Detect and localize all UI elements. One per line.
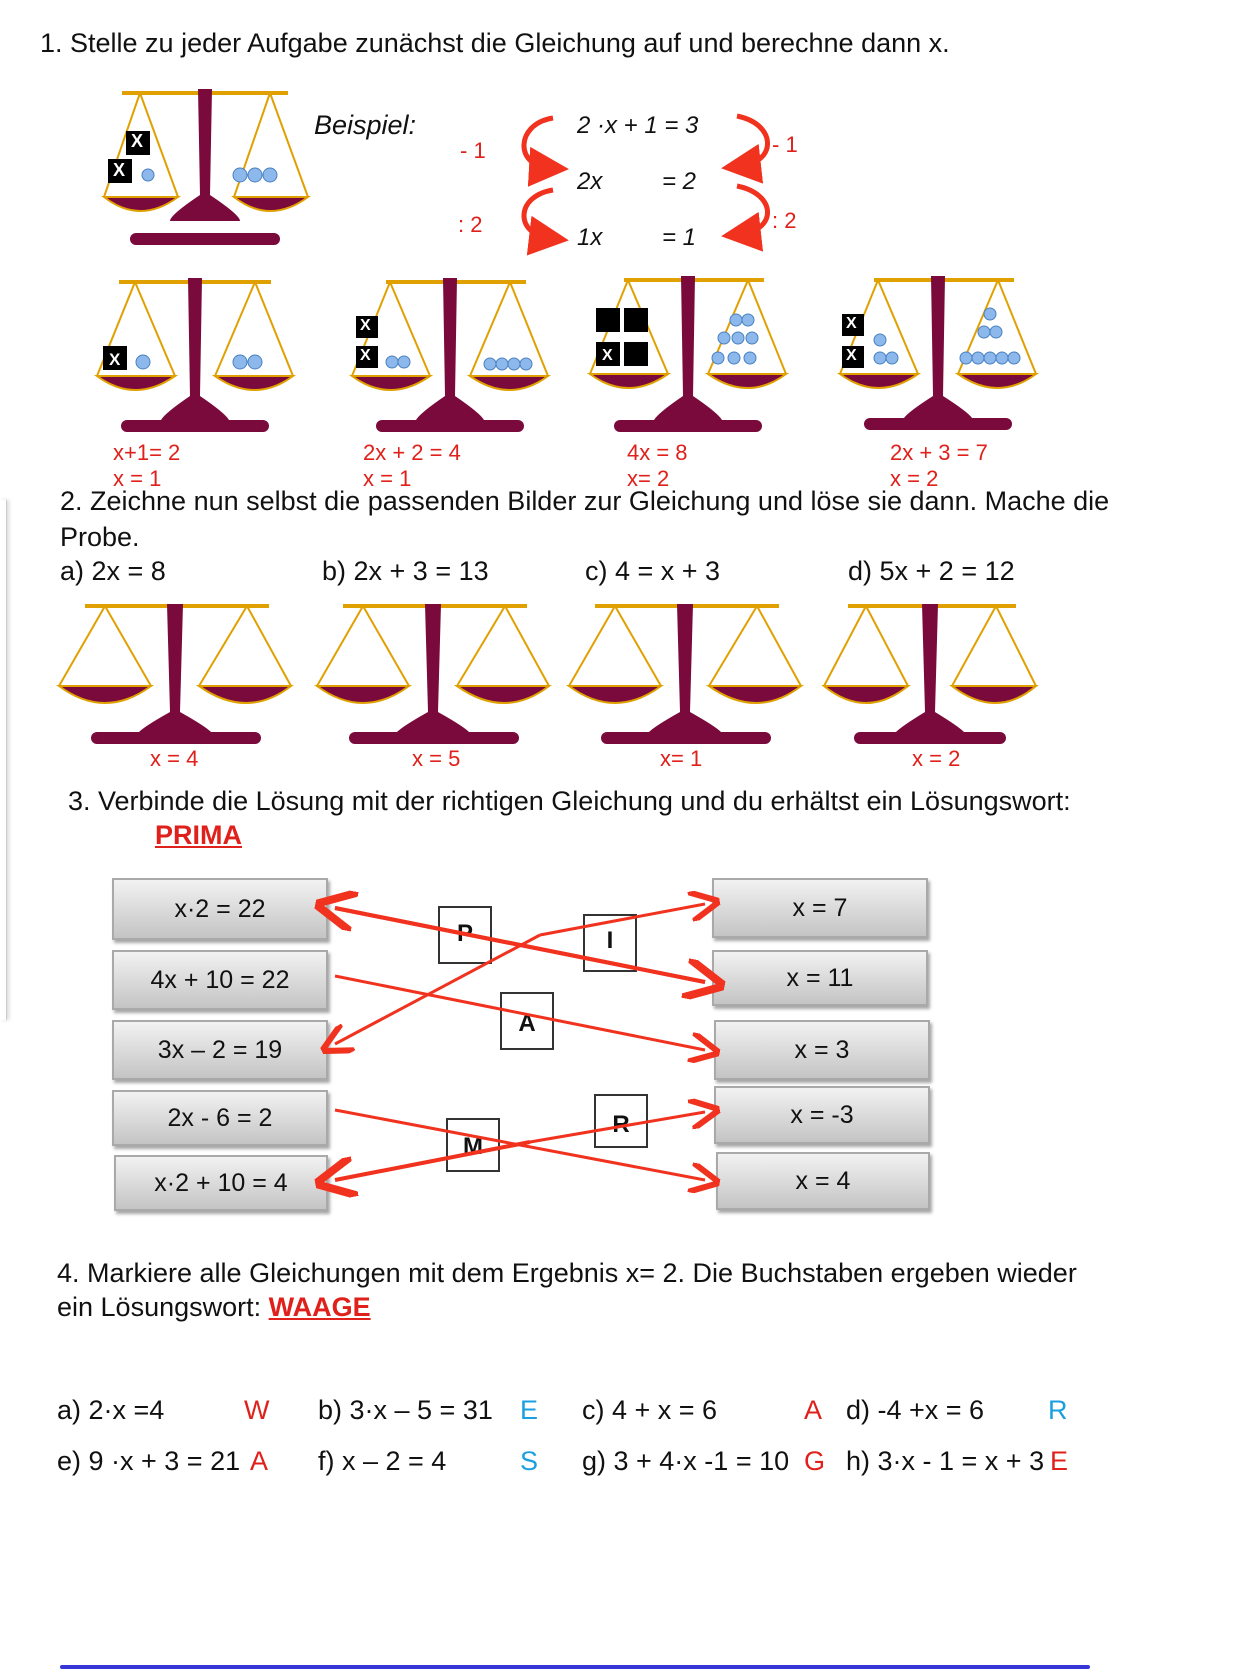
task4-letter-g: G [804, 1446, 826, 1476]
task3-answer: PRIMA [155, 820, 242, 850]
left-equation-4: 2x - 6 = 2 [112, 1090, 328, 1146]
task4-letter-e: A [250, 1446, 269, 1476]
letter-box-r: R [594, 1094, 648, 1148]
task4-heading-prefix: ein Lösungswort: [57, 1292, 269, 1322]
task2-heading-line1: 2. Zeichne nun selbst die passenden Bild… [60, 486, 1110, 516]
right-solution-4: x = -3 [714, 1086, 930, 1144]
op-left-2: : 2 [458, 212, 483, 237]
empty-scale-d-icon [821, 604, 1039, 744]
task1-heading: 1. Stelle zu jeder Aufgabe zunächst die … [40, 28, 950, 58]
x-symbol: X [846, 315, 857, 332]
scale-d-solution: x = 2 [890, 466, 939, 491]
right-solution-1: x = 7 [712, 878, 928, 938]
task2-solution-b: x = 5 [412, 746, 461, 771]
task4-letter-f: S [520, 1446, 539, 1476]
bottom-scroll-indicator [60, 1665, 1090, 1669]
left-equation-1: x·2 = 22 [112, 878, 328, 940]
task2-solution-d: x = 2 [912, 746, 961, 771]
example-line3-right: = 1 [662, 224, 697, 251]
left-equation-2: 4x + 10 = 22 [112, 950, 328, 1010]
task3-heading: 3. Verbinde die Lösung mit der richtigen… [68, 786, 1071, 816]
scale-a-solution: x = 1 [113, 466, 162, 491]
scale-c-icon [586, 276, 790, 432]
left-equation-5: x·2 + 10 = 4 [114, 1155, 328, 1211]
scale-a-icon [93, 278, 297, 432]
task4-letter-h: E [1050, 1446, 1069, 1476]
example-line2-right: = 2 [662, 168, 697, 195]
scale-d-icon [836, 276, 1040, 430]
task2-item-c: c) 4 = x + 3 [585, 556, 721, 586]
task2-solution-a: x = 4 [150, 746, 199, 771]
scale-c-solution: x= 2 [627, 466, 670, 491]
task4-letter-d: R [1048, 1395, 1068, 1425]
task4-letter-a: W [244, 1395, 270, 1425]
task4-letter-c: A [804, 1395, 823, 1425]
op-right-1: - 1 [772, 132, 798, 157]
task2-heading-line2: Probe. [60, 522, 140, 552]
right-solution-2: x = 11 [712, 950, 928, 1006]
x-symbol: X [109, 350, 121, 369]
empty-scale-a-icon [55, 604, 294, 744]
op-right-2: : 2 [772, 208, 797, 233]
scale-a-equation: x+1= 2 [113, 440, 181, 465]
x-symbol: X [113, 160, 126, 180]
task4-answer: WAAGE [268, 1292, 371, 1322]
task4-letter-b: E [520, 1395, 539, 1425]
task2-solution-c: x= 1 [660, 746, 703, 771]
task2-item-b: b) 2x + 3 = 13 [322, 556, 489, 586]
connection-arrows-icon [320, 880, 720, 1200]
beispiel-label: Beispiel: [314, 110, 417, 140]
task4-item-f: f) x – 2 = 4 [318, 1446, 447, 1476]
task4-item-g: g) 3 + 4·x -1 = 10 [582, 1446, 790, 1476]
x-symbol: X [602, 347, 613, 364]
example-line2-left: 2x [577, 168, 603, 195]
right-solution-5: x = 4 [716, 1152, 930, 1210]
example-line3-left: 1x [577, 224, 603, 251]
x-symbol: X [360, 317, 371, 334]
task4-heading-line2: ein Lösungswort: WAAGE [57, 1292, 371, 1323]
x-symbol: X [360, 347, 371, 364]
example-scale-icon [101, 89, 312, 245]
task4-item-d: d) -4 +x = 6 [846, 1395, 985, 1425]
right-solution-3: x = 3 [714, 1020, 930, 1080]
task4-item-e: e) 9 ·x + 3 = 21 [57, 1446, 241, 1476]
task4-item-h: h) 3·x - 1 = x + 3 [846, 1446, 1045, 1476]
example-line1: 2 ·x + 1 = 3 [577, 112, 699, 139]
task4-item-c: c) 4 + x = 6 [582, 1395, 718, 1425]
task4-item-b: b) 3·x – 5 = 31 [318, 1395, 493, 1425]
task2-item-a: a) 2x = 8 [60, 556, 166, 586]
left-equation-3: 3x – 2 = 19 [112, 1020, 328, 1080]
scale-b-icon [348, 278, 552, 432]
op-left-1: - 1 [460, 138, 486, 163]
empty-scale-c-icon [565, 604, 804, 744]
page-edge-shadow [0, 500, 7, 1020]
task2-item-d: d) 5x + 2 = 12 [848, 556, 1015, 586]
example-arrows-icon [521, 113, 770, 256]
scale-d-equation: 2x + 3 = 7 [890, 440, 988, 465]
task4-item-a: a) 2·x =4 [57, 1395, 165, 1425]
empty-scale-b-icon [313, 604, 552, 744]
x-symbol: X [846, 347, 857, 364]
task4-heading-line1: 4. Markiere alle Gleichungen mit dem Erg… [57, 1258, 1077, 1288]
scale-c-equation: 4x = 8 [627, 440, 688, 465]
scale-b-solution: x = 1 [363, 466, 412, 491]
x-symbol: X [131, 131, 144, 151]
scale-b-equation: 2x + 2 = 4 [363, 440, 461, 465]
